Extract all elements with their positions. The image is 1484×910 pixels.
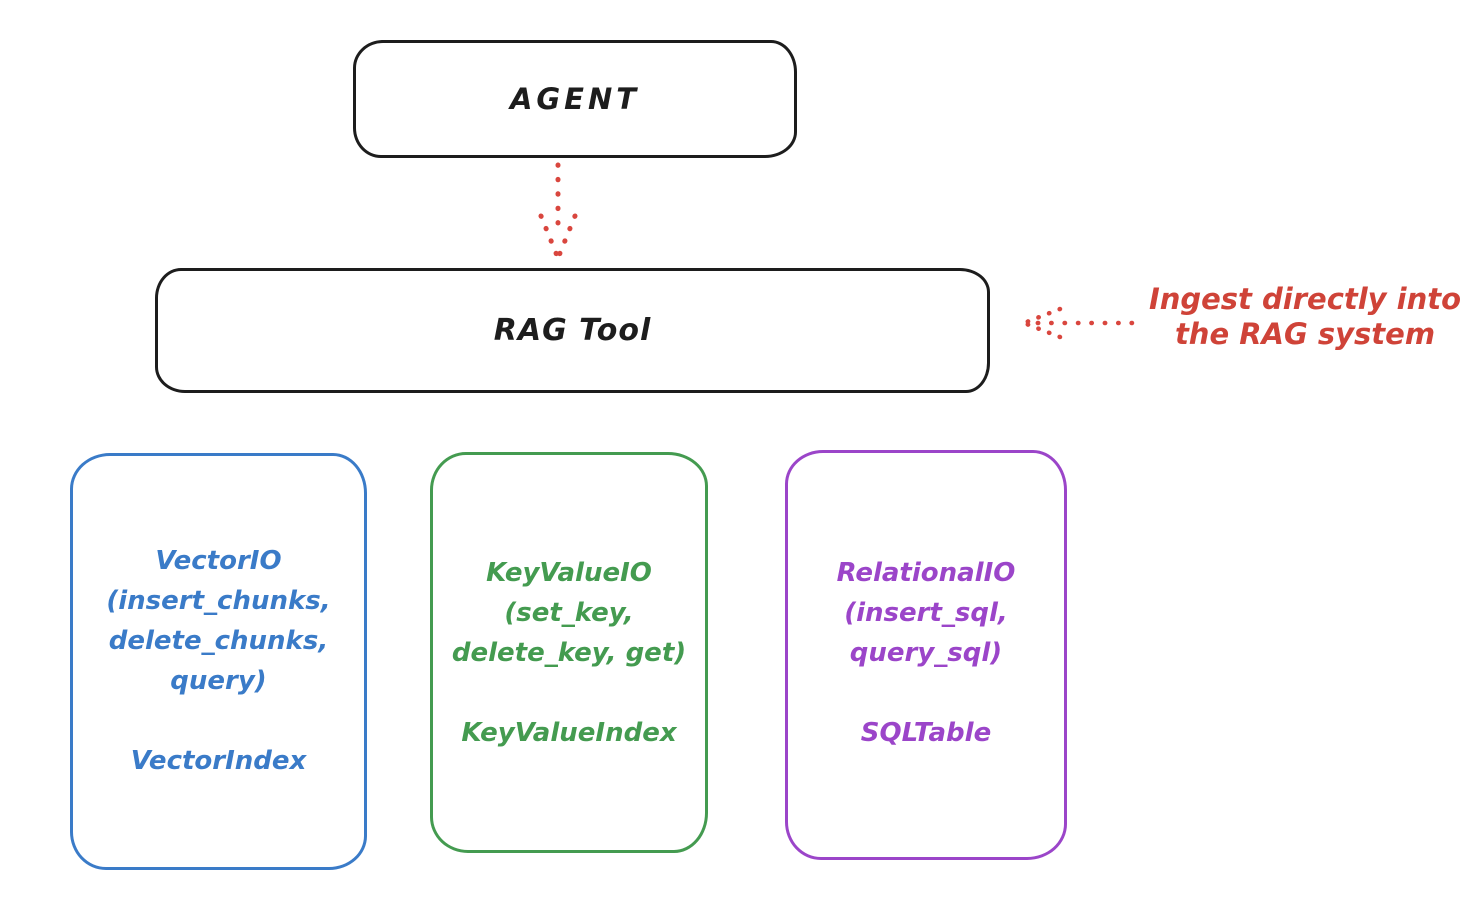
node-method-line: delete_chunks, [108, 626, 329, 656]
spacer [788, 673, 1064, 713]
node-index-label: KeyValueIndex [461, 718, 677, 748]
node-index-label: VectorIndex [130, 746, 307, 776]
arrow-down-icon [538, 162, 578, 261]
rag-tool-label: RAG Tool [493, 313, 652, 348]
keyvalue-io-box: KeyValueIO (set_key, delete_key, get) Ke… [430, 452, 708, 853]
arrow-left-icon [1021, 306, 1135, 340]
node-method-line: (insert_chunks, [106, 586, 331, 616]
relational-io-text: RelationalIO (insert_sql, query_sql) SQL… [788, 553, 1064, 753]
node-method-line: (set_key, [504, 598, 634, 628]
node-index-label: SQLTable [860, 718, 992, 748]
relational-io-box: RelationalIO (insert_sql, query_sql) SQL… [785, 450, 1067, 860]
node-method-line: delete_key, get) [451, 638, 687, 668]
vector-io-box: VectorIO (insert_chunks, delete_chunks, … [70, 453, 367, 870]
vector-io-text: VectorIO (insert_chunks, delete_chunks, … [73, 541, 364, 781]
node-title: RelationalIO [836, 558, 1016, 588]
node-method-line: query_sql) [849, 638, 1003, 668]
node-title: VectorIO [155, 546, 282, 576]
rag-tool-box: RAG Tool [155, 268, 990, 393]
node-method-line: query) [170, 666, 267, 696]
spacer [73, 701, 364, 741]
keyvalue-io-text: KeyValueIO (set_key, delete_key, get) Ke… [433, 553, 705, 753]
agent-box: AGENT [353, 40, 797, 158]
ingest-annotation-line1: Ingest directly into [1148, 282, 1462, 316]
agent-label: AGENT [509, 82, 641, 116]
ingest-annotation-line2: the RAG system [1174, 317, 1436, 351]
ingest-annotation: Ingest directly into the RAG system [1135, 282, 1475, 352]
node-title: KeyValueIO [486, 558, 652, 588]
node-method-line: (insert_sql, [844, 598, 1008, 628]
spacer [433, 673, 705, 713]
